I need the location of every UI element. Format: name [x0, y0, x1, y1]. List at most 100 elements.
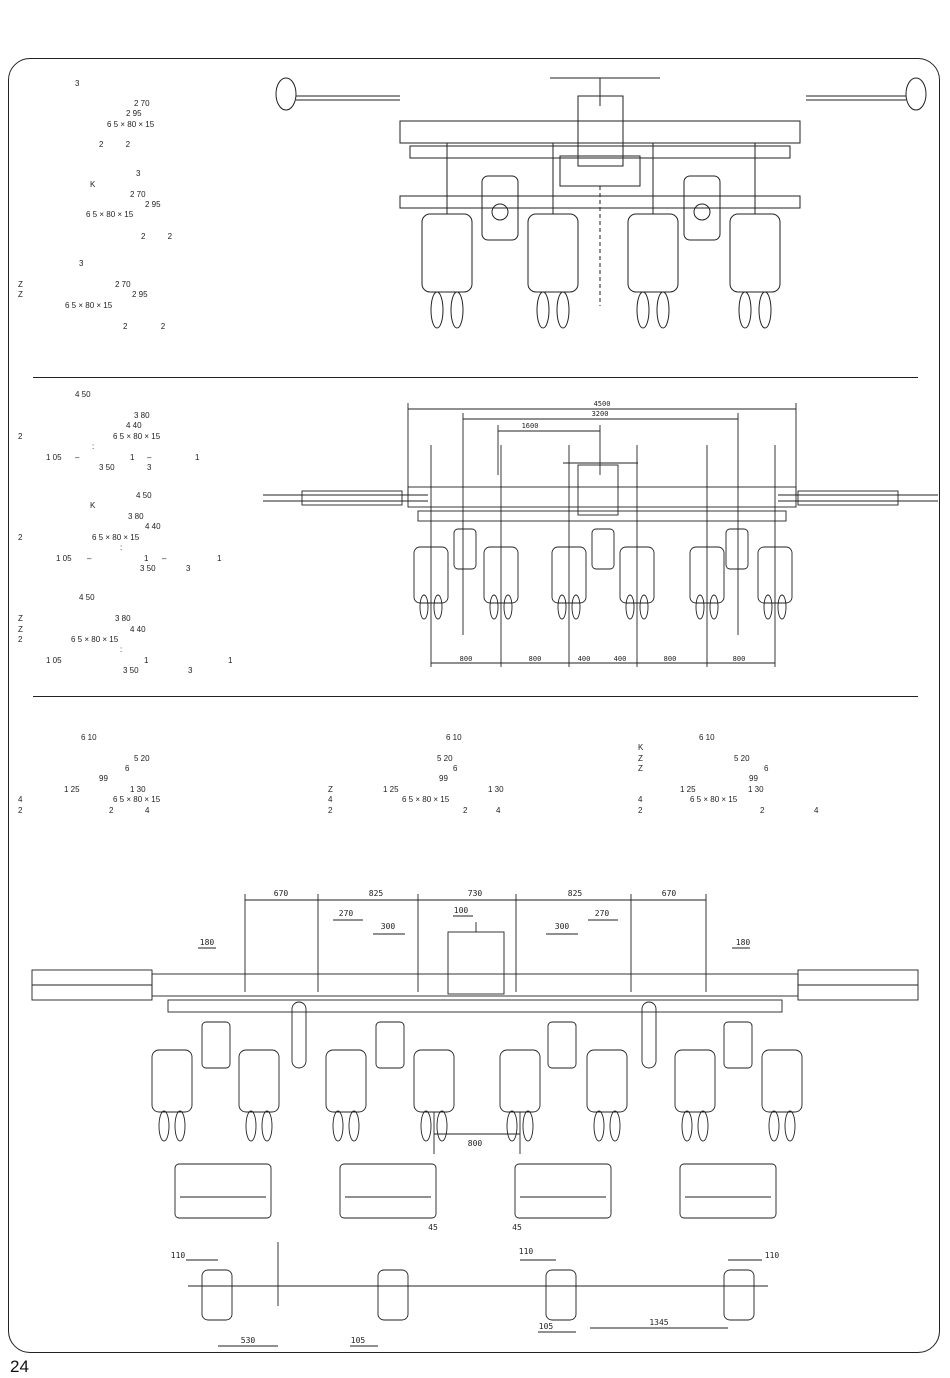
spec-text: – — [162, 554, 167, 563]
spec-text: 1 05 — [46, 656, 62, 665]
dimension-label: 530 — [241, 1336, 256, 1345]
spec-text: 3 50 — [123, 666, 139, 675]
spec-text: 2 95 — [132, 290, 148, 299]
dimension-label: 110 — [765, 1251, 780, 1260]
spec-text: 6 5 × 80 × 15 — [402, 795, 450, 804]
spec-text: 6 5 × 80 × 15 — [690, 795, 738, 804]
spec-text: 2 — [18, 432, 23, 441]
spec-text: 6 5 × 80 × 15 — [92, 533, 140, 542]
spec-text: 99 — [99, 774, 108, 783]
dimension-label: 730 — [468, 889, 483, 898]
dimension-label: 800 — [468, 1139, 483, 1148]
spec-text: 1 — [195, 453, 200, 462]
spec-text: 2 70 — [130, 190, 146, 199]
spec-text: 6 10 — [699, 733, 715, 742]
spec-text: K — [638, 743, 644, 752]
spec-text: 2 2 — [123, 322, 166, 331]
spec-text: 4 50 — [79, 593, 95, 602]
dimension-label: 270 — [339, 909, 354, 918]
dimension-label: 800 — [529, 655, 542, 663]
spec-text: 3 80 — [115, 614, 131, 623]
dimension-label: 180 — [736, 938, 751, 947]
page-number: 24 — [10, 1357, 29, 1376]
planter-rear-view-drawing-2: 4500 3200 1600 800 800 400 400 800 800 — [263, 400, 938, 667]
spec-text: 1 — [144, 656, 149, 665]
section-divider — [33, 377, 918, 378]
spec-text: 2 — [463, 806, 468, 815]
spec-text: 6 — [764, 764, 769, 773]
spec-text: Z — [638, 764, 643, 773]
dimension-label: 1345 — [649, 1318, 668, 1327]
spec-text: 4 40 — [145, 522, 161, 531]
planter-rear-view-drawing-1 — [275, 77, 927, 329]
spec-text: 3 — [136, 169, 141, 178]
spec-text: 6 5 × 80 × 15 — [107, 120, 155, 129]
spec-text: 6 5 × 80 × 15 — [86, 210, 134, 219]
dimension-label: 670 — [274, 889, 289, 898]
spec-text: Z — [328, 785, 333, 794]
spec-text: : — [120, 543, 123, 552]
dimension-label: 400 — [578, 655, 591, 663]
spec-text: 3 — [186, 564, 191, 573]
spec-text: 2 — [760, 806, 765, 815]
spec-text: Z — [638, 754, 643, 763]
section-divider — [33, 696, 918, 697]
spec-text: 1 30 — [748, 785, 764, 794]
spec-text: 2 — [328, 806, 333, 815]
spec-text: 2 70 — [134, 99, 150, 108]
dimension-label: 45 — [512, 1223, 522, 1232]
dimension-label: 800 — [664, 655, 677, 663]
spec-text: – — [87, 554, 92, 563]
spec-text: 4 — [496, 806, 501, 815]
spec-text: 1 05 — [56, 554, 72, 563]
spec-text: 2 70 — [115, 280, 131, 289]
spec-text: 1 25 — [383, 785, 399, 794]
spec-text: Z — [18, 625, 23, 634]
spec-text: 6 5 × 80 × 15 — [113, 432, 161, 441]
spec-text: 2 2 — [141, 232, 173, 241]
spec-text: – — [75, 453, 80, 462]
spec-text: 5 20 — [437, 754, 453, 763]
dimension-label: 105 — [351, 1336, 366, 1345]
spec-text: : — [92, 442, 95, 451]
dimension-label: 180 — [200, 938, 215, 947]
spec-text: Z — [18, 614, 23, 623]
spec-text: 2 95 — [126, 109, 142, 118]
spec-text: 2 — [18, 635, 23, 644]
spec-text: 3 — [147, 463, 152, 472]
spec-text: 4 — [145, 806, 150, 815]
spec-text: 1 — [144, 554, 149, 563]
spec-text: 4 — [814, 806, 819, 815]
spec-text: – — [147, 453, 152, 462]
page-frame — [8, 58, 940, 1353]
dimension-label: 105 — [539, 1322, 554, 1331]
spec-text: 1 30 — [488, 785, 504, 794]
dimension-label: 4500 — [594, 400, 611, 408]
dimension-label: 800 — [733, 655, 746, 663]
spec-text: 2 2 — [99, 140, 131, 149]
spec-text: : — [120, 645, 123, 654]
spec-text: 4 — [328, 795, 333, 804]
spec-text: 6 5 × 80 × 15 — [113, 795, 161, 804]
dimension-label: 1600 — [522, 422, 539, 430]
spec-text: 4 40 — [126, 421, 142, 430]
spec-text: 3 — [79, 259, 84, 268]
spec-text: 3 — [75, 79, 80, 88]
spec-text: 3 — [188, 666, 193, 675]
dimension-label: 270 — [595, 909, 610, 918]
spec-text: 1 25 — [680, 785, 696, 794]
spec-text: 4 — [638, 795, 643, 804]
dimension-label: 300 — [555, 922, 570, 931]
dimension-label: 670 — [662, 889, 677, 898]
dimension-label: 100 — [454, 906, 469, 915]
spec-text: 4 — [18, 795, 23, 804]
spec-text: 6 10 — [446, 733, 462, 742]
spec-text: 6 5 × 80 × 15 — [71, 635, 119, 644]
dimension-label: 110 — [519, 1247, 534, 1256]
spec-text: 5 20 — [734, 754, 750, 763]
spec-text: 1 — [228, 656, 233, 665]
dimension-label: 45 — [428, 1223, 438, 1232]
spec-text: 3 80 — [134, 411, 150, 420]
spec-text: 2 — [18, 533, 23, 542]
spec-text: 1 — [130, 453, 135, 462]
